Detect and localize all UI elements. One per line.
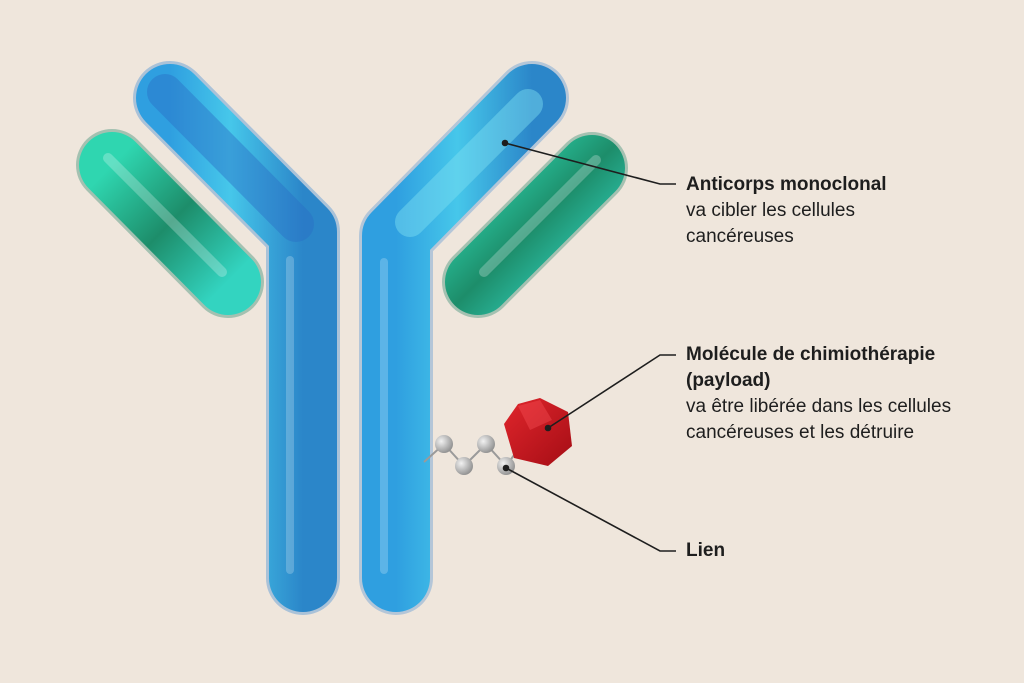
leader-lines <box>501 139 676 552</box>
left-heavy-chain <box>133 61 340 615</box>
linker-label-title: Lien <box>686 540 726 561</box>
payload-leader-line <box>547 354 676 429</box>
linker-node <box>435 435 453 453</box>
linker-label: Lien <box>686 538 886 564</box>
antibody-label-desc-line1: va cibler les cellules <box>686 200 855 221</box>
linker-leader-line <box>505 467 676 552</box>
payload-label-title-line2: (payload) <box>686 370 771 391</box>
payload-label-title-line1: Molécule de chimiothérapie <box>686 344 936 365</box>
antibody-label-title: Anticorps monoclonal <box>686 174 887 195</box>
antibody-label-desc-line2: cancéreuses <box>686 226 794 247</box>
left-light-chain <box>76 129 264 318</box>
linker-node <box>455 457 473 475</box>
antibody-label: Anticorps monoclonal va cibler les cellu… <box>686 172 1006 250</box>
payload-label-desc-line2: cancéreuses et les détruire <box>686 422 915 443</box>
right-heavy-chain <box>359 61 569 615</box>
payload-molecule <box>504 398 572 466</box>
payload-label-desc-line1: va être libérée dans les cellules <box>686 396 952 417</box>
antibody-leader-line <box>504 142 676 185</box>
right-light-chain <box>442 132 628 318</box>
payload-label: Molécule de chimiothérapie (payload) va … <box>686 342 1006 446</box>
linker-node <box>477 435 495 453</box>
